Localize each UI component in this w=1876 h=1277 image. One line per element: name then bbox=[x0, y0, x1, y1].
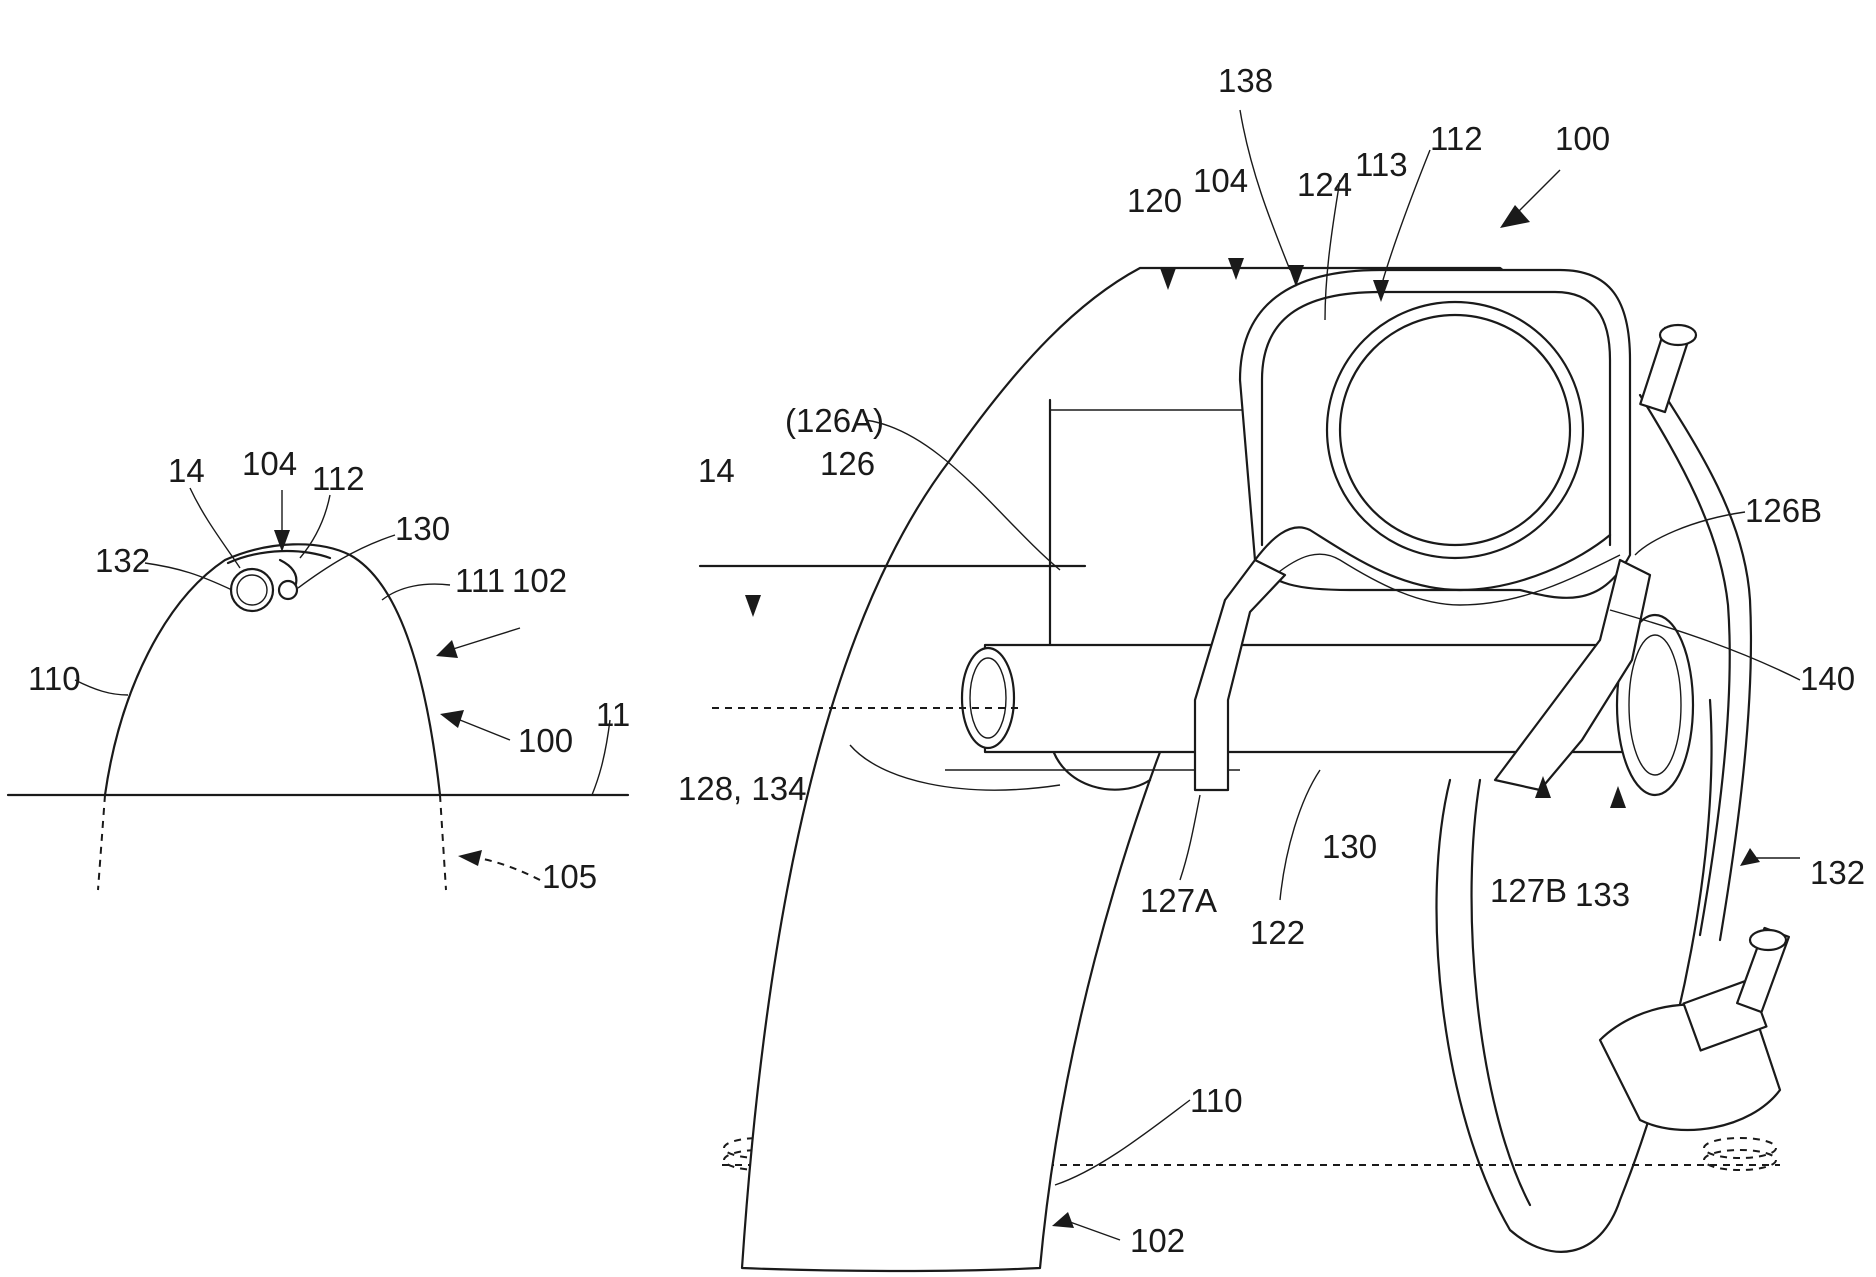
label-right-133: 133 bbox=[1575, 876, 1630, 913]
left-arch-left-below-ground bbox=[98, 795, 105, 890]
label-right-140: 140 bbox=[1800, 660, 1855, 697]
rear-bracket-loop-inner bbox=[1472, 780, 1530, 1205]
label-right-126a: (126A) bbox=[785, 402, 884, 439]
label-left-132: 132 bbox=[95, 542, 150, 579]
arrowhead-left-105 bbox=[458, 850, 482, 866]
label-left-102: 102 bbox=[512, 562, 567, 599]
arrow-right-100 bbox=[1515, 170, 1560, 215]
arrowhead-right-132 bbox=[1740, 848, 1760, 866]
leader-left-112 bbox=[300, 495, 330, 558]
arrow-left-100 bbox=[460, 720, 510, 740]
left-arch-right-below-ground bbox=[440, 795, 446, 890]
arrowhead-right-14 bbox=[745, 595, 761, 617]
leader-right-110 bbox=[1055, 1100, 1190, 1185]
leader-left-105 bbox=[478, 858, 540, 880]
label-left-105: 105 bbox=[542, 858, 597, 895]
right-ground-anchor-lower bbox=[1704, 1150, 1776, 1170]
arrow-left-102 bbox=[450, 628, 520, 650]
label-left-11: 11 bbox=[596, 696, 630, 733]
arrowhead-left-102 bbox=[436, 640, 458, 658]
arrowhead-left-100 bbox=[440, 710, 464, 728]
pipe-14-outer bbox=[1327, 302, 1583, 558]
label-left-111: 111 bbox=[455, 562, 505, 599]
label-right-126b: 126B bbox=[1745, 492, 1822, 529]
label-right-112: 112 bbox=[1430, 120, 1483, 157]
label-right-128-134: 128, 134 bbox=[678, 770, 806, 807]
label-right-132: 132 bbox=[1810, 854, 1865, 891]
label-right-126: 126 bbox=[820, 445, 875, 482]
label-right-138: 138 bbox=[1218, 62, 1273, 99]
label-right-130: 130 bbox=[1322, 828, 1377, 865]
arrowhead-right-100 bbox=[1500, 205, 1530, 228]
label-left-104: 104 bbox=[242, 445, 297, 482]
arrowhead-left-104 bbox=[274, 530, 290, 552]
arrow-right-102 bbox=[1070, 1222, 1120, 1240]
label-right-124: 124 bbox=[1297, 166, 1352, 203]
label-right-113: 113 bbox=[1355, 146, 1408, 183]
label-right-127b: 127B bbox=[1490, 872, 1567, 909]
label-left-130: 130 bbox=[395, 510, 450, 547]
leader-left-110 bbox=[75, 680, 128, 695]
label-right-14: 14 bbox=[698, 452, 735, 489]
label-left-100: 100 bbox=[518, 722, 573, 759]
label-right-100: 100 bbox=[1555, 120, 1610, 157]
left-rod-130 bbox=[279, 581, 297, 599]
label-right-102: 102 bbox=[1130, 1222, 1185, 1259]
lower-bolt-cap bbox=[1750, 930, 1786, 950]
leader-right-126b bbox=[1635, 512, 1745, 555]
label-right-104: 104 bbox=[1193, 162, 1248, 199]
label-right-122: 122 bbox=[1250, 914, 1305, 951]
label-right-110: 110 bbox=[1190, 1082, 1243, 1119]
arrowhead-right-133 bbox=[1610, 786, 1626, 808]
arrowhead-right-102 bbox=[1052, 1212, 1074, 1228]
label-left-112: 112 bbox=[312, 460, 365, 497]
leader-right-127a bbox=[1180, 795, 1200, 880]
leader-left-111 bbox=[382, 584, 450, 600]
right-ground-anchor bbox=[1704, 1138, 1776, 1158]
label-right-120: 120 bbox=[1127, 182, 1182, 219]
right-perspective-view: 138 100 112 113 124 104 120 (126A) 126 1… bbox=[678, 62, 1865, 1271]
leader-left-132 bbox=[145, 563, 232, 590]
upper-stud-cap bbox=[1660, 325, 1696, 345]
leader-right-122 bbox=[1280, 770, 1320, 900]
leader-left-130 bbox=[298, 535, 395, 588]
label-right-127a: 127A bbox=[1140, 882, 1217, 919]
label-left-14: 14 bbox=[168, 452, 205, 489]
label-left-110: 110 bbox=[28, 660, 81, 697]
leader-left-14 bbox=[190, 488, 240, 568]
left-cross-section-view: 14 104 112 130 132 111 102 110 100 11 10… bbox=[8, 445, 630, 895]
